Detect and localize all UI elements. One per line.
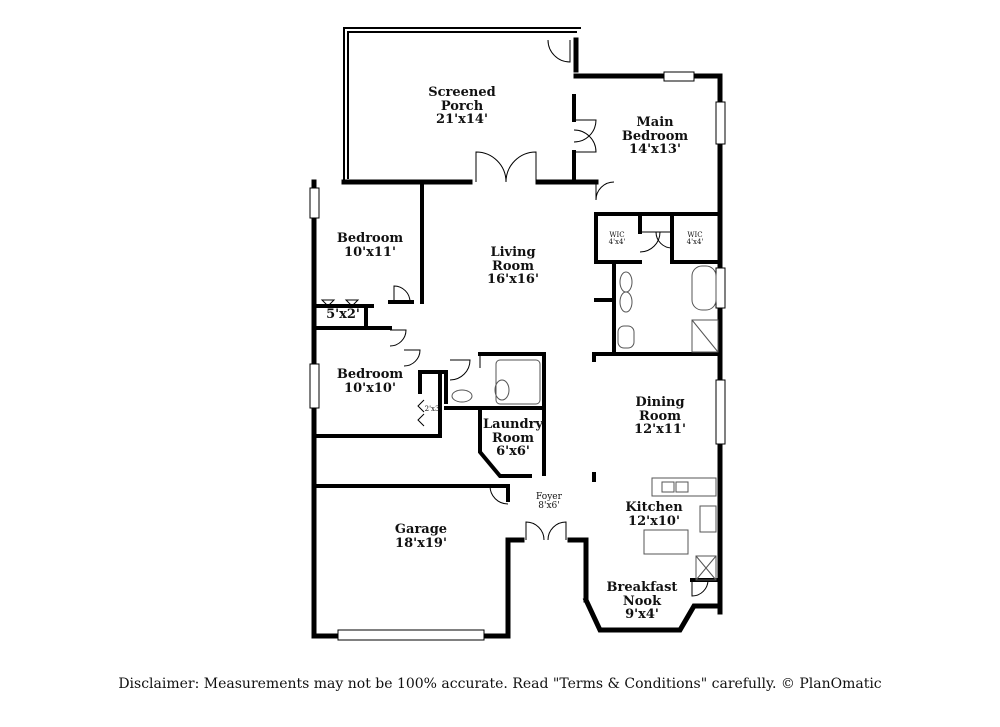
exterior-walls: [311, 37, 723, 639]
room-name: WIC: [687, 231, 703, 239]
label-screened-porch: Screened Porch 21'x14': [428, 86, 496, 127]
label-dining-room: Dining Room 12'x11': [634, 396, 686, 437]
room-name: Garage: [394, 522, 448, 537]
room-dims: 6'x6': [496, 444, 530, 460]
room-name: Bedroom: [336, 231, 404, 246]
room-dims: 4'x4': [686, 238, 704, 247]
room-dims: 16'x16': [487, 272, 539, 288]
room-name: Bedroom: [336, 367, 404, 382]
room-name: Breakfast Nook: [606, 580, 678, 609]
label-bedroom-1: Bedroom 10'x11': [337, 232, 403, 259]
label-breakfast-nook: Breakfast Nook 9'x4': [607, 581, 678, 622]
label-closet-2x3: 2'x3': [424, 405, 442, 413]
room-name: WIC: [609, 231, 625, 239]
windows: [309, 71, 726, 641]
label-main-bedroom: Main Bedroom 14'x13': [622, 116, 688, 157]
bath-fixtures: [451, 265, 719, 581]
room-name: Laundry Room: [483, 417, 543, 446]
label-bedroom-2: Bedroom 10'x10': [337, 368, 403, 395]
doors: [320, 39, 709, 597]
room-name: Foyer: [536, 492, 562, 502]
room-dims: 2'x3': [424, 405, 442, 413]
label-laundry-room: Laundry Room 6'x6': [483, 418, 543, 459]
label-kitchen: Kitchen 12'x10': [625, 501, 682, 528]
room-name: Dining Room: [635, 395, 685, 424]
room-dims: 12'x11': [634, 422, 686, 438]
label-wic-left: WIC 4'x4': [608, 231, 626, 247]
disclaimer-text: Disclaimer: Measurements may not be 100%…: [118, 676, 882, 692]
room-dims: 10'x10': [344, 380, 396, 396]
room-dims: 4'x4': [608, 238, 626, 247]
room-dims: 18'x19': [395, 535, 447, 551]
room-dims: 5'x2': [326, 307, 360, 322]
room-dims: 10'x11': [344, 244, 396, 260]
label-living-room: Living Room 16'x16': [487, 246, 539, 287]
label-closet-5x2: 5'x2': [326, 308, 360, 322]
room-dims: 8'x6': [538, 501, 560, 512]
room-dims: 9'x4': [625, 607, 659, 623]
screened-porch-walls: [343, 27, 581, 181]
room-name: Main Bedroom: [621, 115, 689, 144]
room-dims: 14'x13': [629, 142, 681, 158]
room-dims: 12'x10': [628, 513, 680, 529]
label-foyer: Foyer 8'x6': [536, 492, 562, 512]
room-dims: 21'x14': [436, 112, 488, 128]
label-garage: Garage 18'x19': [395, 523, 447, 550]
room-name: Living Room: [490, 245, 536, 274]
room-name: Screened Porch: [428, 85, 496, 114]
label-wic-right: WIC 4'x4': [686, 231, 704, 247]
room-name: Kitchen: [625, 500, 683, 515]
